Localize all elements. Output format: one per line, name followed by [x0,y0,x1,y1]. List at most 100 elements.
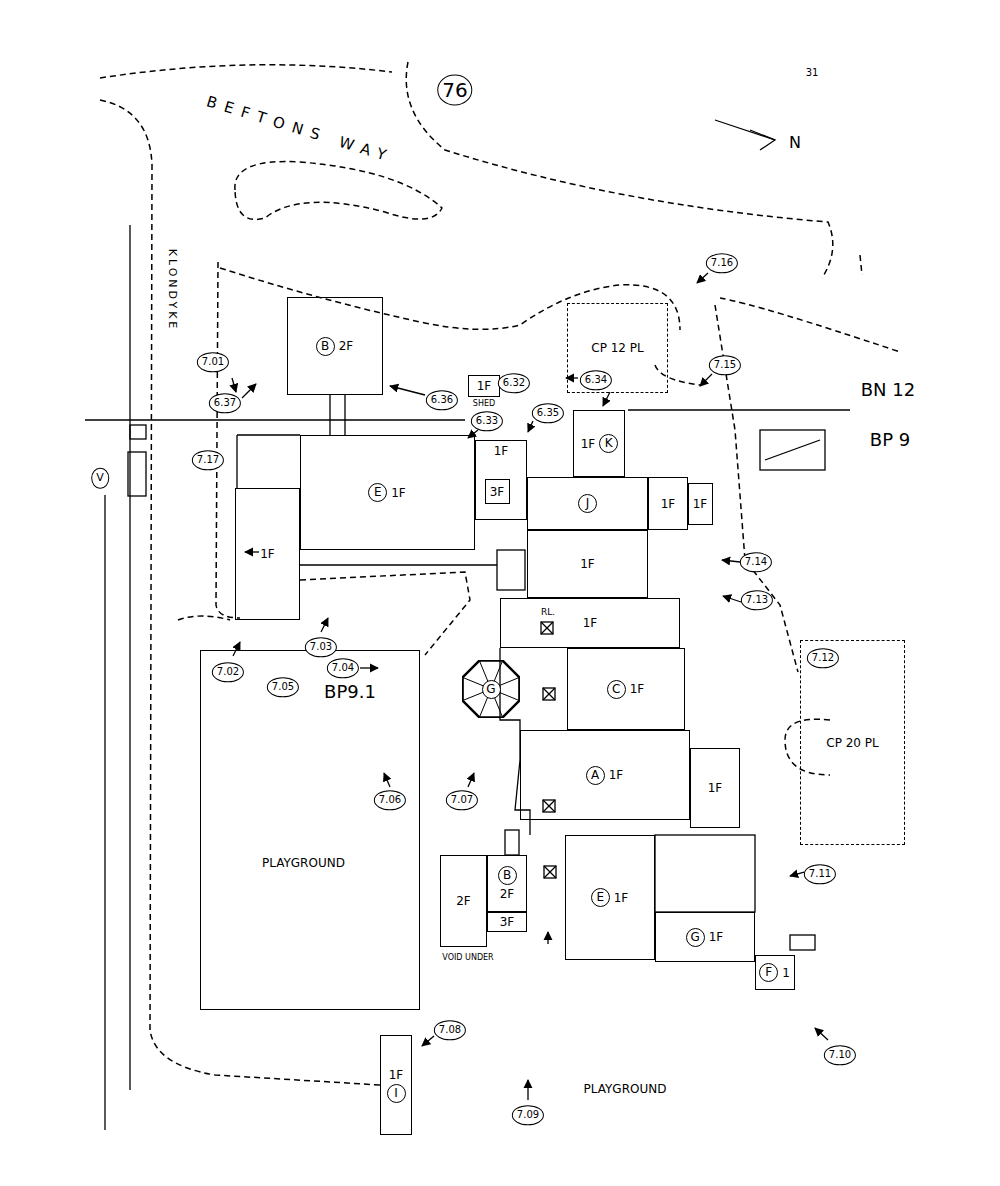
view-arrow [790,872,804,876]
building-block: 1F [500,598,680,648]
building-block: 1F [648,477,688,530]
callout-number: 7.09 [512,1105,544,1125]
map-label: N [788,134,802,152]
building-block: 3F [487,912,527,932]
sign [128,452,146,496]
map-label: VOID UNDER [441,953,494,962]
node-text-group: 1F [660,497,677,511]
callout-number: 7.13 [741,590,773,610]
view-arrow [723,596,741,602]
north-arrow [715,120,775,140]
callout-number: 7.17 [192,450,224,470]
callout-number: 7.01 [197,352,229,372]
building-label: 1 [781,966,791,980]
callout-number: 6.32 [498,373,530,393]
boundary-line [129,225,130,1090]
building-label: 1F [580,437,597,451]
node-text-group: E1F [368,483,407,502]
traffic-island [235,162,442,220]
building-label: CP 12 PL [590,341,644,355]
node-text-group: CP 12 PL [590,341,644,355]
node-text-group: 1FI [381,1068,411,1103]
road-edge [860,255,862,275]
corridor [497,550,525,590]
view-arrow [233,642,240,656]
view-arrow [603,392,610,406]
building-label: 1F [613,891,630,905]
road-edge [406,62,833,278]
road-edge [100,100,380,1085]
building-letter: A [586,766,605,785]
hatched-square [543,688,555,700]
hatched-square [543,800,555,812]
small-building [760,430,825,470]
building-label: 1F [476,379,493,393]
map-label: PLAYGROUND [583,1083,668,1097]
callout-number: 7.14 [740,552,772,572]
building-label: 2F [499,887,516,901]
view-arrow [232,378,236,392]
building-label: 1F [608,768,625,782]
callout-number: 6.36 [426,390,458,410]
building-letter: B [316,337,335,356]
hatched-square [543,688,555,700]
building-label: 3F [489,485,506,499]
building-letter: G [686,928,705,947]
view-arrow [528,421,533,432]
building-block: C1F [567,648,685,730]
building-label: 1F [692,497,709,511]
node-text-group: 3F [489,485,506,499]
node-text-group: 3F [499,915,516,929]
gazebo: G [462,660,520,718]
building-block: B2F [287,297,383,395]
sign [130,425,146,439]
building-block: E1F [300,435,475,550]
hatched-square [544,866,556,878]
node-text-group: 1F [579,557,596,571]
callout-number: 7.03 [305,637,337,657]
view-arrow [321,618,328,632]
view-arrow [815,1028,828,1040]
road-edge [220,268,680,330]
corridor [505,830,519,855]
solid-lines [85,120,850,1130]
node-text-group: PLAYGROUND [261,856,346,870]
path-edge [655,365,700,385]
map-label: BN 12 [860,380,916,401]
building-block: J [527,477,648,530]
building-label: 1F [629,682,646,696]
node-text-group: B2F [316,337,355,356]
map-label: BP 9 [869,430,911,451]
callout-number: 7.16 [706,253,738,273]
view-arrow [242,384,256,398]
node-text-group: 1F [692,497,709,511]
map-label: SHED [472,399,496,408]
callout-number: 6.37 [209,393,241,413]
hatched-square [544,866,556,878]
building-label: 2F [338,339,355,353]
building-label: 3F [499,915,516,929]
callout-number: 7.07 [446,790,478,810]
building-block: 1F [235,488,300,620]
building-block: 3F [485,479,510,504]
building-block: 1FI [380,1035,412,1135]
node-text-group: J [578,494,597,513]
building-label: 1F [259,547,276,561]
building-label: CP 20 PL [825,736,879,750]
building-label: 1F [708,930,725,944]
building-block: A1F [520,730,690,820]
building-letter: C [607,680,626,699]
building-letter: B [498,866,517,885]
callout-number: 7.02 [212,662,244,682]
map-label: BP9.1 [323,682,377,703]
callout-number: 7.11 [804,864,836,884]
road-edge [100,65,392,78]
view-arrow [422,1036,434,1046]
node-text-group: C1F [607,680,646,699]
building-label: 1F [660,497,677,511]
building-label: 1F [707,781,724,795]
building-block: PLAYGROUND [200,650,420,1010]
building-block: B 2F [487,855,527,912]
